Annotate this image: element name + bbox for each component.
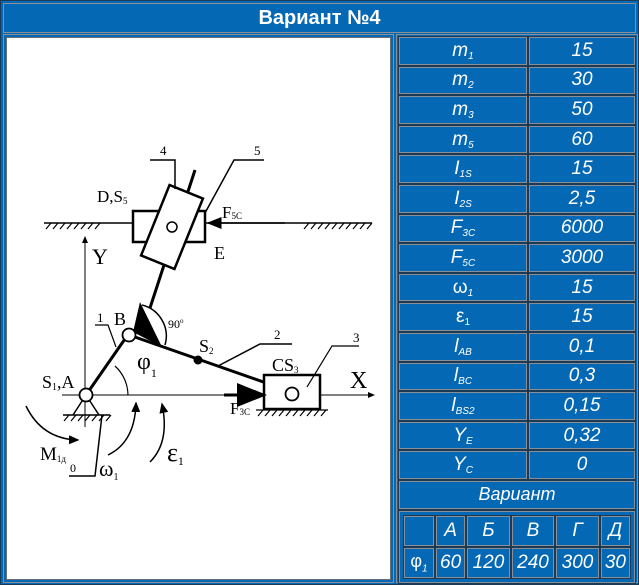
label-link-2: 2 (274, 327, 281, 342)
variant-column-header: Б (466, 514, 511, 547)
joint-D (166, 221, 178, 233)
param-value: 0,15 (528, 391, 636, 421)
page-title: Вариант №4 (3, 3, 636, 33)
label-point-B: B (114, 309, 126, 329)
param-name: lAB (398, 331, 528, 362)
label-force-F5c: F5C (222, 203, 242, 222)
mechanism-diagram-panel: 4 5 D,S5 F5C E Y X (3, 34, 394, 583)
variant-value: 240 (510, 546, 556, 579)
param-name: ε1 (398, 302, 528, 332)
param-value: 3000 (528, 243, 636, 273)
label-phi: φ1 (137, 349, 157, 380)
variant-heading-row: Вариант (398, 479, 636, 510)
param-name: F5C (398, 243, 528, 273)
param-name: I1S (398, 154, 528, 184)
variant-column-header: Д (599, 514, 632, 547)
variant-table: А Б В Г Д φ1 60 120 240 30 (402, 514, 632, 580)
joint-A (78, 387, 94, 403)
param-name: lBC (398, 361, 528, 392)
variant-header-row: А Б В Г Д (403, 514, 632, 547)
label-moment-M1: M1д (40, 444, 66, 465)
label-angle-90: 90o (168, 317, 184, 331)
param-name: F3C (398, 213, 528, 244)
variant-column-header: В (510, 514, 556, 547)
point-S2 (193, 355, 203, 365)
top-guide (44, 222, 373, 230)
label-axis-Y: Y (92, 244, 108, 269)
label-omega: ω1 (99, 456, 118, 483)
mechanism-svg: 4 5 D,S5 F5C E Y X (25, 143, 375, 483)
joint-B (121, 327, 137, 343)
param-name: m3 (398, 95, 528, 125)
variant-value: 300 (555, 546, 600, 579)
param-name: m5 (398, 124, 528, 155)
label-axis-X: X (350, 368, 367, 394)
label-link-1: 1 (97, 310, 104, 325)
param-value: 0 (528, 450, 636, 480)
label-force-F3c: F3C (230, 399, 250, 418)
param-name: YC (398, 450, 528, 480)
label-link-3: 3 (353, 330, 360, 345)
param-value: 30 (528, 65, 636, 96)
label-ground-0: 0 (70, 461, 76, 475)
variant-heading: Вариант (398, 479, 636, 510)
label-point-A: S1,A (42, 372, 75, 393)
label-point-D: D,S5 (97, 187, 128, 206)
param-value: 50 (528, 95, 636, 125)
joint-C (284, 386, 300, 402)
mechanism-diagram: 4 5 D,S5 F5C E Y X (6, 37, 391, 580)
label-link-5: 5 (254, 143, 261, 158)
param-name: I2S (398, 183, 528, 214)
label-point-S2: S2 (199, 336, 214, 356)
param-name: ω1 (398, 272, 528, 303)
variant-column-header: А (434, 514, 467, 547)
param-value: 0,1 (528, 331, 636, 362)
link-1-crank (84, 335, 129, 396)
param-value: 15 (528, 272, 636, 303)
variant-column-header: Г (555, 514, 600, 547)
variant-row-label: φ1 (403, 546, 435, 579)
label-epsilon: ε1 (167, 438, 184, 468)
variant-corner-cell (403, 514, 435, 547)
param-value: 15 (528, 36, 636, 66)
variant-table-row: А Б В Г Д φ1 60 120 240 30 (398, 509, 636, 584)
param-value: 2,5 (528, 183, 636, 214)
param-value: 15 (528, 302, 636, 332)
label-link-4: 4 (160, 143, 167, 158)
param-value: 15 (528, 154, 636, 184)
param-name: YE (398, 420, 528, 451)
param-name: m1 (398, 36, 528, 66)
label-point-E: E (214, 243, 225, 263)
param-name: lBS2 (398, 391, 528, 421)
variant-values-row: φ1 60 120 240 300 30 (403, 546, 632, 579)
param-value: 0,3 (528, 361, 636, 392)
variant-table-cell: А Б В Г Д φ1 60 120 240 30 (398, 509, 636, 584)
param-name: m2 (398, 65, 528, 96)
param-value: 6000 (528, 213, 636, 244)
variant-value: 120 (466, 546, 511, 579)
variant-value: 60 (434, 546, 467, 579)
param-value: 0,32 (528, 420, 636, 451)
variant-value: 30 (599, 546, 632, 579)
param-value: 60 (528, 124, 636, 155)
label-point-C: CS3 (272, 355, 299, 375)
